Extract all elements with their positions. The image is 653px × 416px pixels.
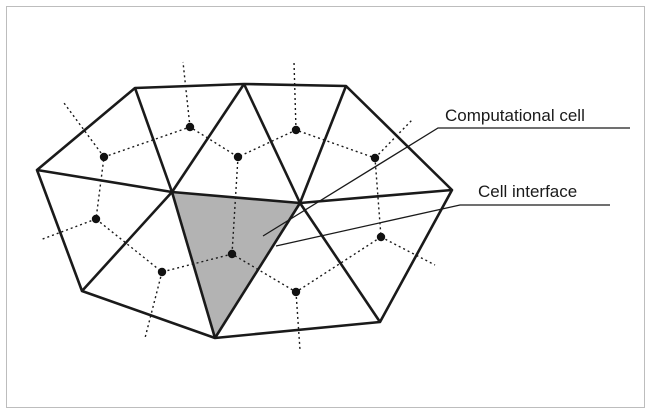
- centroid-dot: [291, 287, 301, 297]
- centroid-dot: [233, 152, 243, 162]
- triangle-edge: [171, 190, 301, 205]
- centroid-dot: [291, 125, 301, 135]
- centroid-dot: [91, 214, 101, 224]
- centroid-dot: [227, 249, 237, 259]
- shaded-triangle: [172, 192, 300, 338]
- dual-mesh: [39, 61, 436, 351]
- centroid-dot: [157, 267, 167, 277]
- centroid-dot: [370, 153, 380, 163]
- cell-centroids: [91, 122, 386, 297]
- centroid-dot: [99, 152, 109, 162]
- label-cell-interface: Cell interface: [478, 182, 577, 201]
- centroid-dot: [185, 122, 195, 132]
- diagram-frame: [6, 6, 645, 408]
- centroid-dot: [376, 232, 386, 242]
- leader-cell-interface: [275, 204, 610, 247]
- leader-computational-cell: [262, 127, 630, 237]
- triangle-mesh: [35, 82, 454, 340]
- leader-lines: [262, 127, 630, 247]
- label-computational-cell: Computational cell: [445, 106, 585, 125]
